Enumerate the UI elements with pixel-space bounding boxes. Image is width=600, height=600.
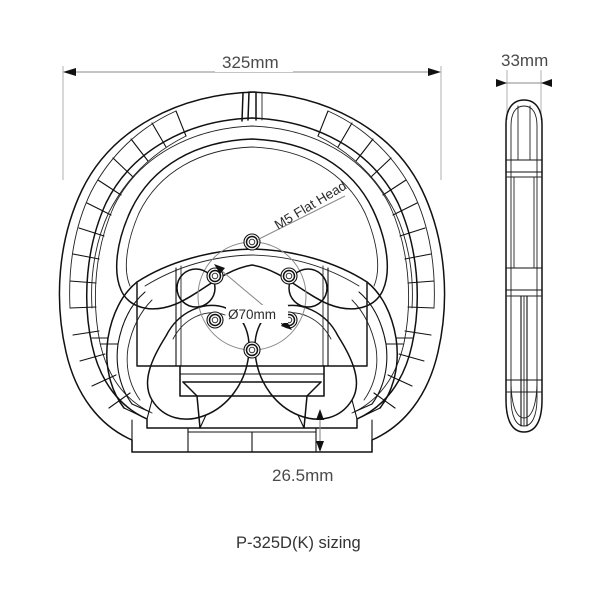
bolt-hole-upper-left (206, 267, 224, 285)
side-arrow-right (541, 79, 552, 87)
rim-inner-secondary-right (250, 125, 410, 414)
drawing-caption: P-325D(K) sizing (236, 534, 361, 552)
top-center-marker (241, 91, 263, 122)
bolt-hole-lower-left (206, 311, 224, 329)
side-view: 33mm (496, 48, 554, 433)
bolt-spec-callout-group: M5 Flat Head (256, 178, 349, 241)
front-view: Ø70mm M5 Flat Head 26.5mm (58, 91, 446, 485)
bolt-hole-top (243, 233, 261, 251)
side-arrow-left (496, 79, 507, 87)
bottom-bar-dimension-label: 26.5mm (272, 466, 333, 485)
side-profile-outline (505, 99, 543, 433)
width-arrow-right (428, 68, 441, 76)
bolt-circle-dimension: Ø70mm (214, 264, 292, 330)
center-face-plate (136, 248, 368, 397)
bolt-holes (206, 233, 298, 359)
bottom-center-column (179, 365, 325, 429)
width-arrow-left (63, 68, 76, 76)
bolt-circle-label: Ø70mm (228, 307, 276, 322)
spoke-right-skirt (351, 399, 358, 420)
rim-segment-lines-right (317, 110, 435, 409)
top-pad (115, 138, 389, 310)
button-holes (176, 268, 328, 308)
bolt-hole-bottom (243, 341, 261, 359)
spoke-right (351, 281, 413, 420)
top-pad-inner-seam-right (251, 146, 379, 287)
bottom-bar-dimension-group: 26.5mm (272, 409, 333, 485)
side-thickness-dimension-group: 33mm (496, 48, 554, 120)
spoke-left-skirt (146, 399, 153, 420)
grip-pad-left-skirt (199, 414, 207, 429)
button-hole-left (176, 268, 216, 308)
bolt-spec-leader-line (256, 195, 346, 241)
rim-segment-lines-left (69, 110, 187, 409)
side-thickness-label: 33mm (501, 51, 548, 70)
bolt-spec-label: M5 Flat Head (272, 178, 349, 233)
button-hole-right (288, 268, 328, 308)
rim-segment-lines-bottom (131, 419, 373, 453)
grip-pad-left (146, 304, 250, 420)
overall-width-label: 325mm (222, 53, 279, 72)
side-center-lines (513, 105, 535, 427)
spoke-left (91, 281, 153, 420)
bolt-hole-upper-right (280, 267, 298, 285)
side-bottom-cap (510, 379, 538, 419)
face-plate-dividers (175, 265, 329, 367)
top-pad-inner-seam (125, 146, 253, 287)
rim-inner-secondary (94, 125, 254, 414)
overall-width-dimension-group: 325mm (62, 50, 442, 180)
face-plate-top-arc (144, 254, 360, 287)
grip-pad-right-skirt (297, 414, 305, 429)
